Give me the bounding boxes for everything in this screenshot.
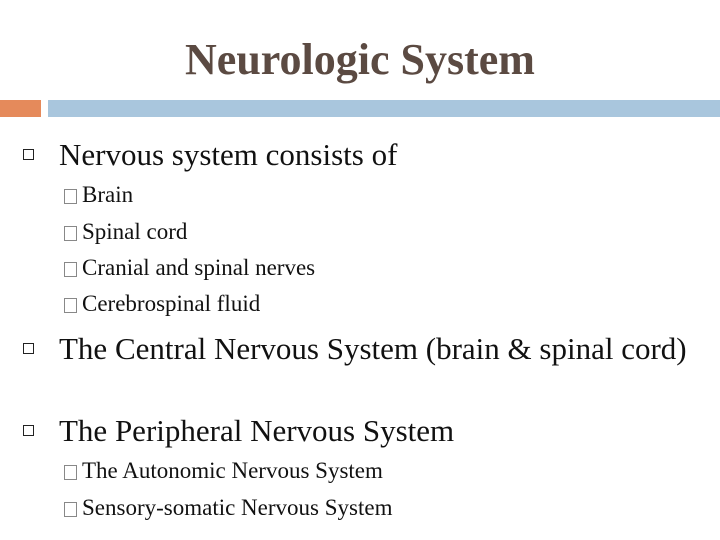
sub-bullet-square-icon — [64, 226, 77, 241]
sub-bullet-text: Brain — [82, 182, 134, 207]
accent-bar-left — [0, 100, 41, 117]
sub-bullet-item: The Autonomic Nervous System — [64, 458, 383, 484]
bullet-square-icon — [23, 149, 34, 160]
bullet-item: The Central Nervous System (brain & spin… — [59, 331, 687, 366]
sub-bullet-item: Spinal cord — [64, 219, 187, 245]
accent-bar-right — [48, 100, 720, 117]
sub-bullet-text: Cerebrospinal fluid — [82, 291, 261, 316]
sub-bullet-square-icon — [64, 262, 77, 277]
sub-bullet-text: Spinal cord — [82, 219, 188, 244]
sub-bullet-square-icon — [64, 298, 77, 313]
sub-bullet-item: Cranial and spinal nerves — [64, 255, 315, 281]
sub-bullet-text: Cranial and spinal nerves — [82, 255, 316, 280]
bullet-square-icon — [23, 343, 34, 354]
bullet-item: Nervous system consists of — [59, 137, 398, 172]
bullet-square-icon — [23, 425, 34, 436]
slide-title: Neurologic System — [185, 35, 535, 84]
sub-bullet-text: Sensory-somatic Nervous System — [82, 495, 393, 520]
sub-bullet-square-icon — [64, 189, 77, 204]
sub-bullet-item: Sensory-somatic Nervous System — [64, 495, 392, 521]
sub-bullet-item: Cerebrospinal fluid — [64, 291, 260, 317]
sub-bullet-text: The Autonomic Nervous System — [82, 458, 383, 483]
sub-bullet-square-icon — [64, 502, 77, 517]
sub-bullet-item: Brain — [64, 182, 133, 208]
sub-bullet-square-icon — [64, 465, 77, 480]
bullet-item: The Peripheral Nervous System — [59, 413, 455, 448]
